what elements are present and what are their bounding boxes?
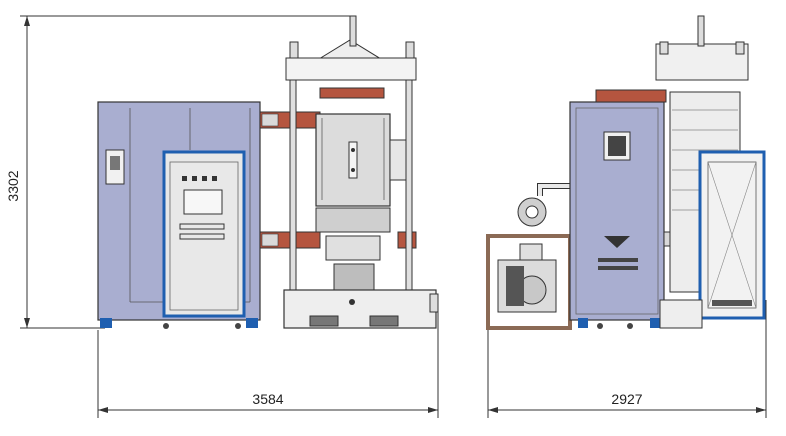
front-base <box>283 289 437 329</box>
front-width-dimension-label: 3584 <box>252 391 283 407</box>
height-dimension: 3302 <box>5 15 355 329</box>
front-view <box>97 15 439 329</box>
front-width-dimension: 3584 <box>97 300 439 418</box>
height-dimension-label: 3302 <box>5 170 21 201</box>
side-width-dimension-label: 2927 <box>611 391 642 407</box>
side-view <box>486 15 766 330</box>
side-width-dimension: 2927 <box>487 300 767 418</box>
